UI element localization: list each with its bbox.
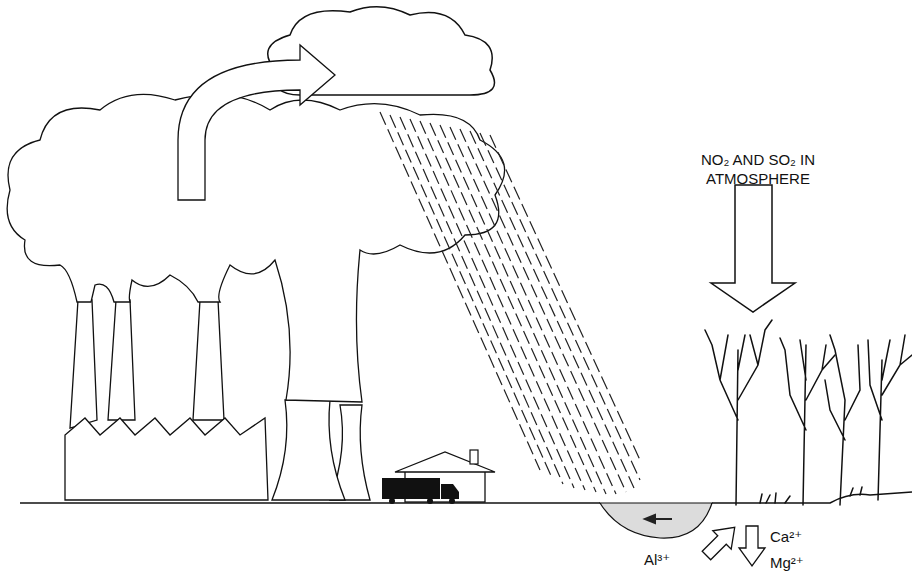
deposition-arrow [711,185,795,312]
cooling-tower [272,400,345,500]
factory [65,418,268,500]
ground-line [20,502,600,504]
tree [705,320,772,505]
chimneys [70,300,224,428]
rain [380,112,640,494]
rain-line [400,117,563,484]
tree [780,338,835,505]
rain-line [460,129,626,492]
dead-trees [705,320,912,505]
rain-line [450,127,616,494]
ion-label: Mg²⁺ [770,553,830,572]
rain-line [390,115,552,478]
ion-label: Al³⁺ [644,550,704,569]
ion-label: Ca²⁺ [770,527,830,546]
house-chimney [470,450,478,464]
atmosphere-label: NO₂ AND SO₂ IN ATMOSPHERE [684,150,832,188]
rain-line [490,135,640,460]
rain-line [470,131,634,488]
wheel [427,498,433,504]
aluminium-arrow [697,518,744,565]
rising-arrow [178,45,335,200]
chimney [108,300,135,420]
tree [825,335,860,505]
chimney [193,300,224,420]
rain-line [440,125,606,494]
truck-trailer [382,478,440,499]
truck [382,478,459,504]
rain-line [480,133,640,480]
chimney [70,300,97,428]
leaching-arrow [739,526,765,566]
tree [868,335,912,500]
rain-line [420,121,585,490]
rain-line [380,112,540,470]
wheel [449,498,455,504]
ground-line [712,492,912,503]
rain-line [410,119,574,488]
house-roof [395,452,495,472]
pond [600,503,712,538]
wheel [389,498,395,504]
grass [760,487,862,503]
truck-cab [441,484,459,499]
smoke-cloud [7,94,504,402]
rain-line [430,123,596,492]
fish [645,515,672,523]
